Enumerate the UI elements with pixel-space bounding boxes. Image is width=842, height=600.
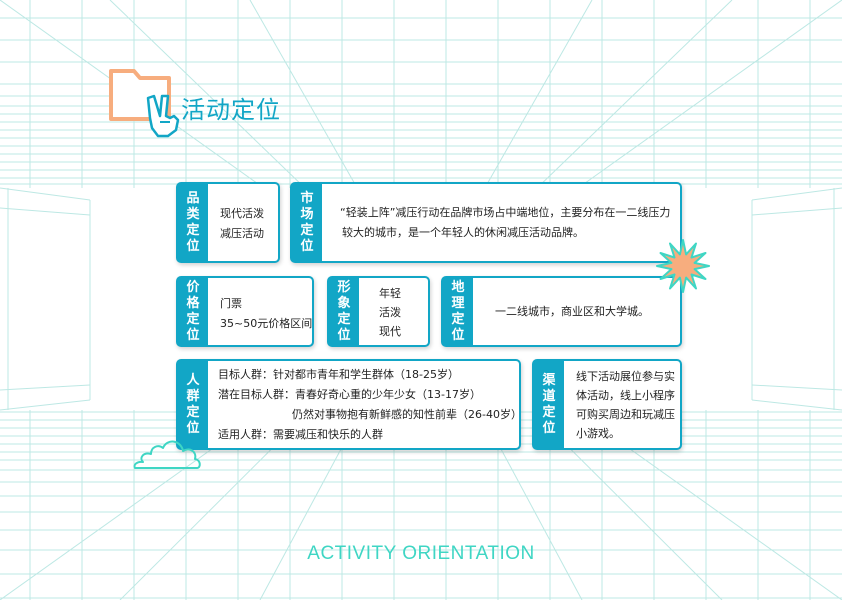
card-label: 品 类 定 位 (178, 184, 208, 261)
grid-line (538, 0, 733, 187)
grid-line (751, 384, 842, 391)
card-text: 现代活泼 减压活动 (220, 207, 264, 240)
starburst-icon (656, 239, 710, 293)
card-text: 门票 35~50元价格区间 (220, 297, 313, 330)
card-label: 形 象 定 位 (329, 278, 359, 345)
channel-positioning-card: 渠 道 定 位 线下活动展位参与实 体活动，线上小程序 可购买周边和玩减压 小游… (532, 359, 682, 450)
card-label: 价 格 定 位 (178, 278, 208, 345)
card-text: 目标人群：针对都市青年和学生群体（18-25岁） 潜在目标人群：青春好奇心重的少… (218, 368, 522, 441)
market-positioning-card: 市 场 定 位 “轻装上阵”减压行动在品牌市场占中端地位，主要分布在一二线压力 … (290, 182, 682, 263)
card-label: 渠 道 定 位 (534, 361, 564, 448)
geo-positioning-card: 地 理 定 位 一二线城市，商业区和大学城。 (441, 276, 682, 347)
grid-line (249, 0, 357, 187)
page-subtitle: ACTIVITY ORIENTATION (307, 543, 535, 564)
grid-line (0, 384, 91, 391)
hand-icon (146, 94, 180, 138)
grid-line (485, 0, 593, 187)
grid-line (0, 207, 91, 216)
grid-line (0, 399, 91, 411)
price-positioning-card: 价 格 定 位 门票 35~50元价格区间 (176, 276, 314, 347)
card-label: 市 场 定 位 (292, 184, 322, 261)
grid-line (580, 0, 842, 187)
card-text: 线下活动展位参与实 体活动，线上小程序 可购买周边和玩减压 小游戏。 (576, 370, 675, 440)
image-positioning-card: 形 象 定 位 年轻 活泼 现代 (327, 276, 430, 347)
card-label: 人 群 定 位 (178, 361, 208, 448)
grid-line (0, 187, 91, 201)
card-label: 地 理 定 位 (443, 278, 473, 345)
card-text: 年轻 活泼 现代 (379, 287, 401, 338)
audience-positioning-card: 人 群 定 位 目标人群：针对都市青年和学生群体（18-25岁） 潜在目标人群：… (176, 359, 522, 450)
cloud-icon (133, 440, 201, 469)
card-text: “轻装上阵”减压行动在品牌市场占中端地位，主要分布在一二线压力 较大的城市，是一… (340, 206, 671, 239)
grid-line (751, 187, 842, 201)
category-positioning-card: 品 类 定 位 现代活泼 减压活动 (176, 182, 280, 263)
card-text: 一二线城市，商业区和大学城。 (495, 305, 649, 318)
grid-line (751, 207, 842, 216)
grid-line (109, 0, 304, 187)
page-title: 活动定位 (181, 96, 281, 124)
grid-line (751, 399, 842, 411)
